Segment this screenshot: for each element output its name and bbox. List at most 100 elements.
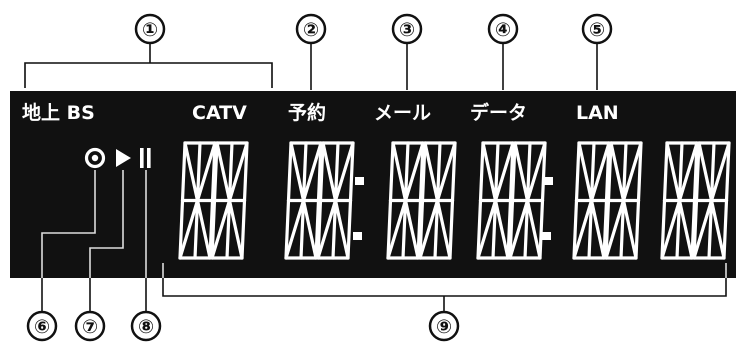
callout-7: ⑦ <box>74 310 106 342</box>
digit-segment <box>386 198 393 260</box>
digit-segment <box>574 141 581 203</box>
svg-text:⑧: ⑧ <box>138 316 154 338</box>
digit-segment <box>386 198 408 260</box>
callout-1: ① <box>134 13 166 45</box>
digit-segment <box>346 198 353 260</box>
digit-segment <box>478 141 485 203</box>
svg-text:⑤: ⑤ <box>589 19 605 41</box>
svg-text:④: ④ <box>495 19 511 41</box>
digit-segment <box>316 198 323 260</box>
digit-segment <box>435 198 452 260</box>
digit-segment <box>321 141 338 203</box>
digit-segment <box>388 141 395 203</box>
digit-segment <box>195 141 217 203</box>
digit-segment <box>709 141 731 203</box>
callout-8: ⑧ <box>130 310 162 342</box>
digit-segment <box>697 141 714 203</box>
indicator-data: データ <box>470 101 527 124</box>
digit-segment <box>572 198 594 260</box>
digit-segment <box>195 198 212 260</box>
lcd-panel <box>10 91 736 278</box>
digit-segment <box>210 198 232 260</box>
digit-segment <box>183 141 200 203</box>
digit-segment <box>692 198 699 260</box>
digit-segment <box>210 141 217 203</box>
separator-dot <box>355 177 364 185</box>
digit-segment <box>348 141 355 203</box>
digit-segment <box>660 198 682 260</box>
digit-segment <box>577 141 594 203</box>
svg-text:⑦: ⑦ <box>82 316 98 338</box>
digit-segment <box>506 198 513 260</box>
digit-segment <box>621 141 628 203</box>
digit-segment <box>724 141 731 203</box>
segment-digit <box>210 141 249 260</box>
digit-segment <box>215 141 232 203</box>
digit-segment <box>401 198 408 260</box>
digit-segment <box>508 198 530 260</box>
segment-digit <box>572 141 611 260</box>
digit-segment <box>692 198 714 260</box>
digit-segment <box>709 141 716 203</box>
digit-segment <box>208 198 215 260</box>
digit-segment <box>619 198 626 260</box>
digit-segment <box>284 198 291 260</box>
digit-segment <box>195 141 202 203</box>
digit-segment <box>286 141 293 203</box>
leader-bracket-1 <box>24 62 273 88</box>
digit-segment <box>403 198 420 260</box>
digit-segment <box>538 198 545 260</box>
digit-segment <box>491 198 498 260</box>
digit-segment <box>677 141 699 203</box>
digit-segment <box>481 141 498 203</box>
leader-line-1-bracket <box>24 62 273 88</box>
digit-segment <box>677 141 684 203</box>
digit-segment <box>621 141 643 203</box>
indicator-mail: メール <box>374 102 431 124</box>
digit-segment <box>508 198 515 260</box>
digit-segment <box>606 141 613 203</box>
svg-text:①: ① <box>142 19 158 41</box>
digit-segment <box>433 198 440 260</box>
leader-bracket-9 <box>162 278 727 311</box>
digit-segment <box>690 198 697 260</box>
digit-segment <box>193 198 200 260</box>
digit-segment <box>525 198 542 260</box>
digit-segment <box>178 198 185 260</box>
digit-segment <box>314 198 321 260</box>
digit-segment <box>403 141 410 203</box>
digit-segment <box>435 141 457 203</box>
leader-line-6 <box>41 170 96 278</box>
separator-dot <box>353 232 362 240</box>
digit-segment <box>692 141 699 203</box>
digit-segment <box>448 198 455 260</box>
digit-segment <box>418 198 440 260</box>
digit-segment <box>662 141 669 203</box>
digit-segment <box>420 141 427 203</box>
separator-dot <box>544 177 553 185</box>
digit-segment <box>525 141 532 203</box>
segment-digit <box>316 141 355 260</box>
digit-segment <box>722 198 729 260</box>
indicator-lan: LAN <box>576 102 619 124</box>
digit-segment <box>694 141 701 203</box>
digit-segment <box>636 141 643 203</box>
digit-segment <box>513 141 530 203</box>
digit-segment <box>589 141 611 203</box>
separator-dot <box>542 232 551 240</box>
indicator-catv: CATV <box>192 102 247 124</box>
digit-segment <box>301 141 323 203</box>
callout-5: ⑤ <box>581 13 613 45</box>
digit-segment <box>391 141 408 203</box>
digit-segment <box>476 198 498 260</box>
digit-segment <box>418 141 425 203</box>
digit-segment <box>318 141 325 203</box>
svg-text:⑥: ⑥ <box>34 316 50 338</box>
pause-icon <box>140 148 151 168</box>
segment-display <box>178 141 731 260</box>
digit-segment <box>660 198 667 260</box>
segment-digit <box>476 141 515 260</box>
digit-segment <box>525 141 547 203</box>
digit-segment <box>604 141 611 203</box>
